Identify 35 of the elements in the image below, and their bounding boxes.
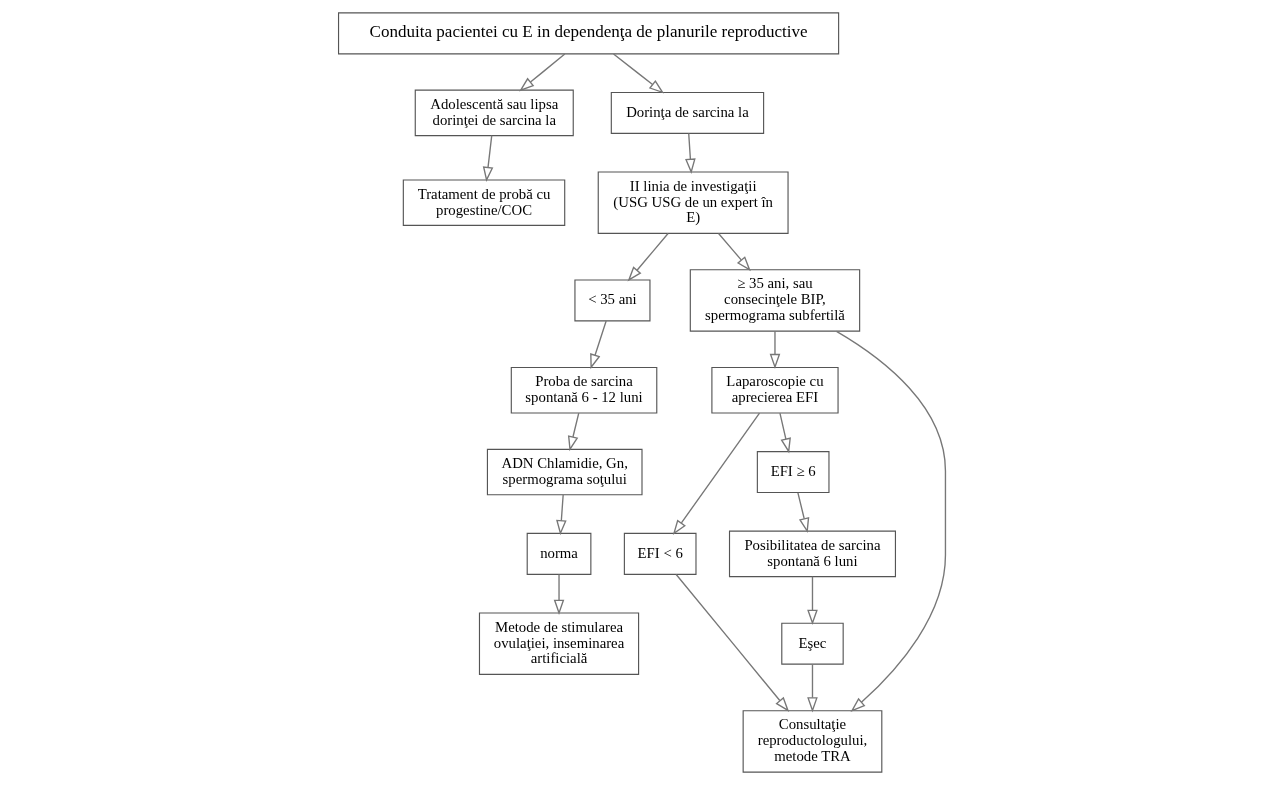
node-box: Dorinţa de sarcina la: [610, 91, 764, 134]
node-box: ADN Chlamidie, Gn, spermograma soţului: [486, 448, 643, 496]
arrow: [684, 132, 696, 174]
node-box: Metode de stimularea ovulaţiei, inseminarea artificială: [478, 612, 639, 675]
node-box: ≥ 35 ani, sau consecinţele BIP, spermograma subfertilă: [689, 269, 860, 332]
arrow: [796, 492, 809, 534]
node-box: < 35 ani: [573, 279, 651, 322]
arrow: [612, 53, 664, 94]
arrow: [672, 412, 760, 535]
node-box: II linia de investigaţii (USG USG de un expert în E): [597, 171, 789, 234]
arrow: [769, 330, 780, 369]
arrow: [806, 575, 818, 625]
arrow: [675, 573, 789, 713]
arrow: [553, 573, 564, 615]
arrow: [567, 412, 579, 452]
arrow: [627, 232, 669, 282]
node-box: Conduita pacientei cu E in dependenţa de planurile reproductive: [337, 12, 839, 55]
arrow: [518, 53, 565, 92]
arrow: [555, 494, 567, 536]
arrow: [778, 412, 791, 454]
node-box: Adolescentă sau lipsa dorinţei de sarcina la: [414, 89, 574, 137]
arrow: [806, 663, 818, 713]
arrow: [717, 232, 751, 272]
node-box: EFI < 6: [623, 532, 697, 575]
node-box: Posibilitatea de sarcina spontană 6 luni: [728, 530, 896, 578]
arrow: [589, 320, 607, 370]
node-box: norma: [526, 532, 591, 575]
node-box: Laparoscopie cu aprecierea EFI: [710, 366, 839, 414]
node-box: EFI ≥ 6: [756, 451, 830, 494]
node-box: Consultaţie reproductologului, metode TRA: [742, 710, 882, 773]
arrow: [835, 330, 946, 712]
node-box: Tratament de probă cu progestine/COC: [402, 179, 565, 226]
arrow: [482, 135, 493, 182]
node-box: Proba de sarcina spontană 6 - 12 luni: [510, 366, 657, 414]
node-box: Eşec: [780, 622, 844, 665]
